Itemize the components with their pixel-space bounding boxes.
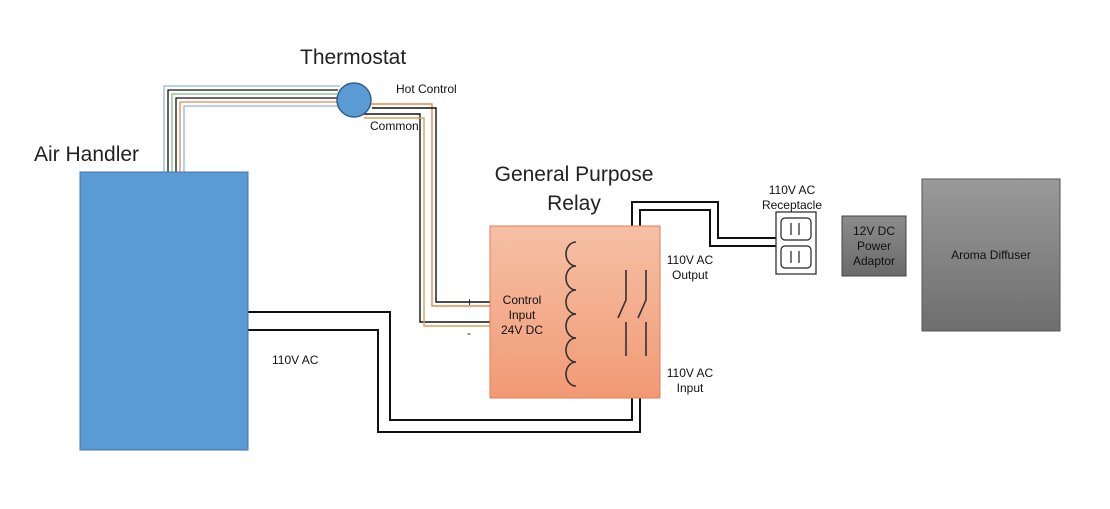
ac-output-line-2: Output	[671, 268, 709, 282]
thermostat-label: Thermostat	[300, 46, 407, 69]
minus-terminal-label: -	[467, 326, 471, 340]
ac-input-wire	[248, 311, 641, 433]
control-input-line-1: Control	[502, 293, 542, 307]
ac-output-wire	[631, 201, 778, 247]
receptacle-line-1: 110V AC	[768, 183, 816, 197]
ac-input-line-2: Input	[676, 381, 704, 395]
air-handler-box	[79, 171, 249, 451]
relay-title: General Purpose Relay	[470, 160, 678, 218]
control-input-line-2: Input	[508, 308, 536, 322]
ac-output-label: 110V AC Output	[664, 253, 716, 283]
relay-title-line-1: General Purpose	[494, 163, 654, 186]
relay-title-line-2: Relay	[547, 192, 601, 215]
receptacle-icon	[775, 211, 817, 275]
aroma-diffuser-box	[921, 178, 1061, 332]
plus-terminal-label: +	[466, 295, 474, 309]
air-handler-label: Air Handler	[34, 143, 140, 166]
ac-left-label: 110V AC	[272, 353, 319, 367]
hot-control-wire	[370, 103, 490, 307]
hot-control-label: Hot Control	[396, 82, 457, 96]
ac-output-line-1: 110V AC	[666, 253, 714, 267]
adaptor-line-1: 12V DC	[852, 224, 896, 238]
common-wire	[362, 113, 490, 327]
adaptor-line-3: Adaptor	[852, 254, 896, 268]
adaptor-line-2: Power	[856, 239, 891, 253]
receptacle-line-2: Receptacle	[761, 198, 823, 212]
receptacle-label: 110V AC Receptacle	[756, 183, 828, 213]
ac-input-line-1: 110V AC	[666, 366, 714, 380]
power-adaptor-label: 12V DC Power Adaptor	[842, 224, 906, 269]
control-input-label: Control Input 24V DC	[494, 293, 550, 338]
control-input-line-3: 24V DC	[500, 323, 544, 337]
thermostat-wire-bundle	[163, 85, 340, 172]
ac-input-label: 110V AC Input	[664, 366, 716, 396]
relay-coil-icon	[565, 241, 577, 387]
power-adaptor-box	[841, 215, 907, 277]
aroma-diffuser-label: Aroma Diffuser	[951, 248, 1031, 262]
common-label: Common	[370, 119, 419, 133]
relay-contacts-icon	[617, 270, 647, 356]
relay-box	[489, 225, 661, 399]
thermostat-icon	[336, 82, 372, 118]
